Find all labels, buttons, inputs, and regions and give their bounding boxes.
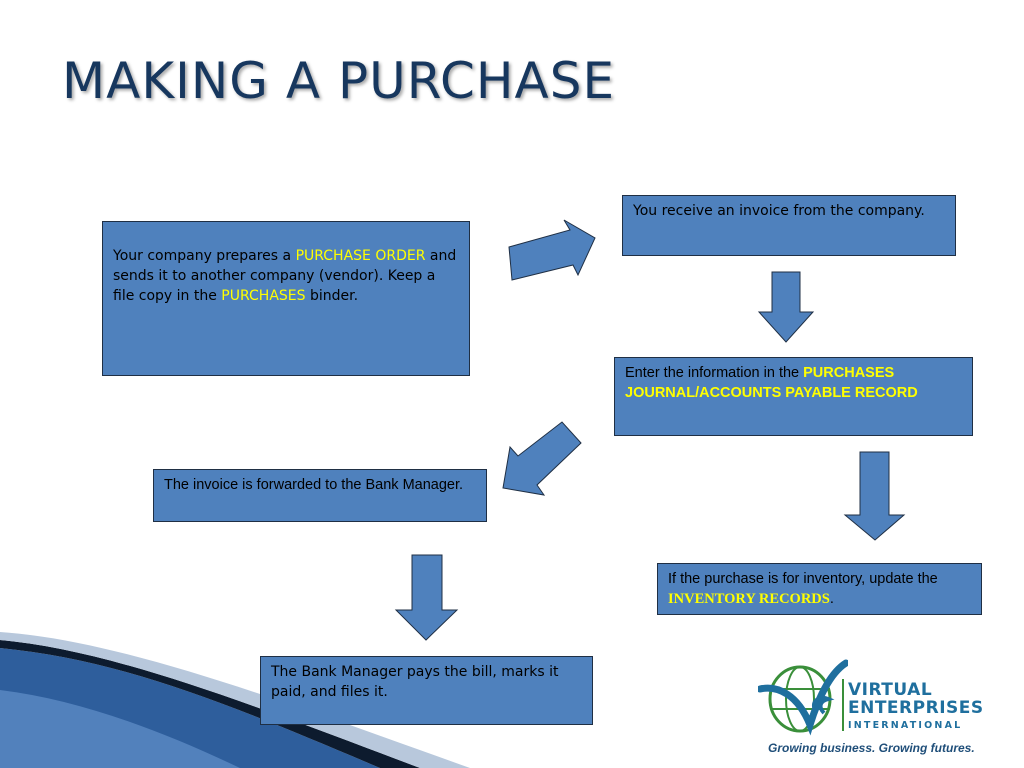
arrow-step3-to-step5 [502,421,582,496]
logo-tagline: Growing business. Growing futures. [768,741,975,755]
step1-highlight-purchase-order: PURCHASE ORDER [295,248,426,264]
step6-text: The Bank Manager pays the bill, marks it… [271,664,559,700]
step4-highlight-inventory: INVENTORY RECORDS [668,591,830,607]
step2-text: You receive an invoice from the company. [633,203,925,219]
logo-line-enterprises: ENTERPRISES [848,698,984,718]
logo-line-international: INTERNATIONAL [848,720,963,731]
step-box-receive-invoice: You receive an invoice from the company. [622,195,956,256]
page-title: MAKING A PURCHASE [62,52,616,110]
logo-wordmark: VIRTUAL ENTERPRISES INTERNATIONAL [848,681,984,735]
arrow-step3-to-step4 [843,451,906,541]
arrow-step5-to-step6 [394,554,459,641]
step1-text-a: Your company prepares a [113,248,296,264]
step1-text-b: and sends it to another company (vendor)… [113,248,457,304]
step3-highlight-journal: PURCHASES JOURNAL/ACCOUNTS PAYABLE RECOR… [625,365,918,401]
step-box-purchase-order: Your company prepares a PURCHASE ORDER a… [102,221,470,376]
arrow-step1-to-step2 [508,219,596,281]
logo-line-virtual: VIRTUAL [848,680,933,700]
step1-text-c: binder. [305,288,359,304]
step5-text: The invoice is forwarded to the Bank Man… [164,477,464,493]
arrow-step2-to-step3 [757,271,815,343]
step4-text-a: If the purchase is for inventory, update… [668,571,938,587]
globe-ve-icon [758,659,848,736]
logo-divider [842,679,844,731]
virtual-enterprises-logo: VIRTUAL ENTERPRISES INTERNATIONAL Growin… [758,655,998,755]
step-box-inventory-records: If the purchase is for inventory, update… [657,563,982,615]
step1-highlight-purchases: PURCHASES [221,288,306,304]
step4-text-b: . [829,591,834,607]
step3-text-a: Enter the information in the [625,365,804,381]
step-box-purchases-journal: Enter the information in the PURCHASES J… [614,357,973,436]
step-box-bank-manager-pays: The Bank Manager pays the bill, marks it… [260,656,593,725]
corner-swoosh [0,632,470,768]
step-box-invoice-forwarded: The invoice is forwarded to the Bank Man… [153,469,487,522]
